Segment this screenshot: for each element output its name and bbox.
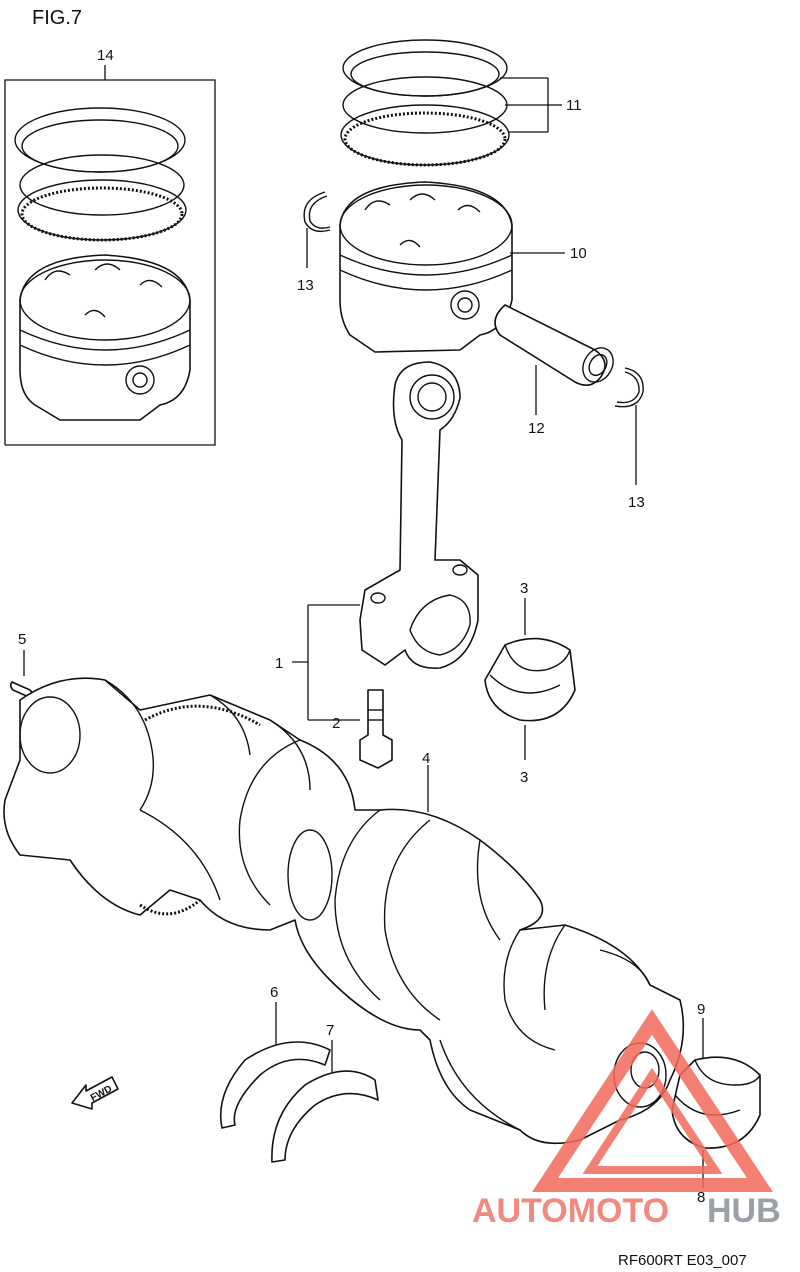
circlip-upper: [303, 191, 331, 268]
callout-12: 12: [528, 420, 545, 437]
callout-14: 14: [97, 47, 114, 64]
callout-2: 2: [332, 715, 340, 732]
connecting-rod: [292, 361, 479, 721]
callout-3-upper: 3: [520, 580, 528, 597]
piston: [339, 181, 565, 353]
piston-pin: [494, 304, 614, 415]
callout-3-lower: 3: [520, 769, 528, 786]
callout-13-lower: 13: [628, 494, 645, 511]
piston-rings: [340, 39, 562, 167]
figure-reference: RF600RT E03_007: [618, 1252, 747, 1269]
callout-13-upper: 13: [297, 277, 314, 294]
watermark-text-primary: AUTOMOTO: [472, 1192, 669, 1230]
callout-9: 9: [697, 1001, 705, 1018]
callout-11: 11: [566, 97, 582, 114]
main-bearing-upper: [219, 1002, 331, 1129]
callout-6: 6: [270, 984, 278, 1001]
callout-8: 8: [697, 1189, 705, 1206]
callout-labels: 14 11 10 13 12 13 3 5 1 2 3 4 6 7 9 8: [18, 47, 705, 1206]
dowel-pin: [9, 650, 34, 699]
callout-7: 7: [326, 1022, 334, 1039]
callout-10: 10: [570, 245, 587, 262]
main-bearing-lower: [271, 1040, 379, 1163]
rod-bearings: [484, 598, 576, 760]
watermark-logo: [532, 1009, 774, 1192]
fwd-arrow-icon: FWD: [71, 1076, 119, 1110]
callout-4: 4: [422, 750, 430, 767]
callout-5: 5: [18, 631, 26, 648]
crankshaft: [3, 677, 685, 1145]
piston-set-box: [4, 65, 216, 446]
circlip-lower: [614, 367, 644, 485]
figure-title: FIG.7: [32, 7, 82, 29]
callout-1: 1: [275, 655, 283, 672]
rod-bolt: [359, 689, 393, 769]
watermark-text-secondary: HUB: [707, 1192, 781, 1230]
